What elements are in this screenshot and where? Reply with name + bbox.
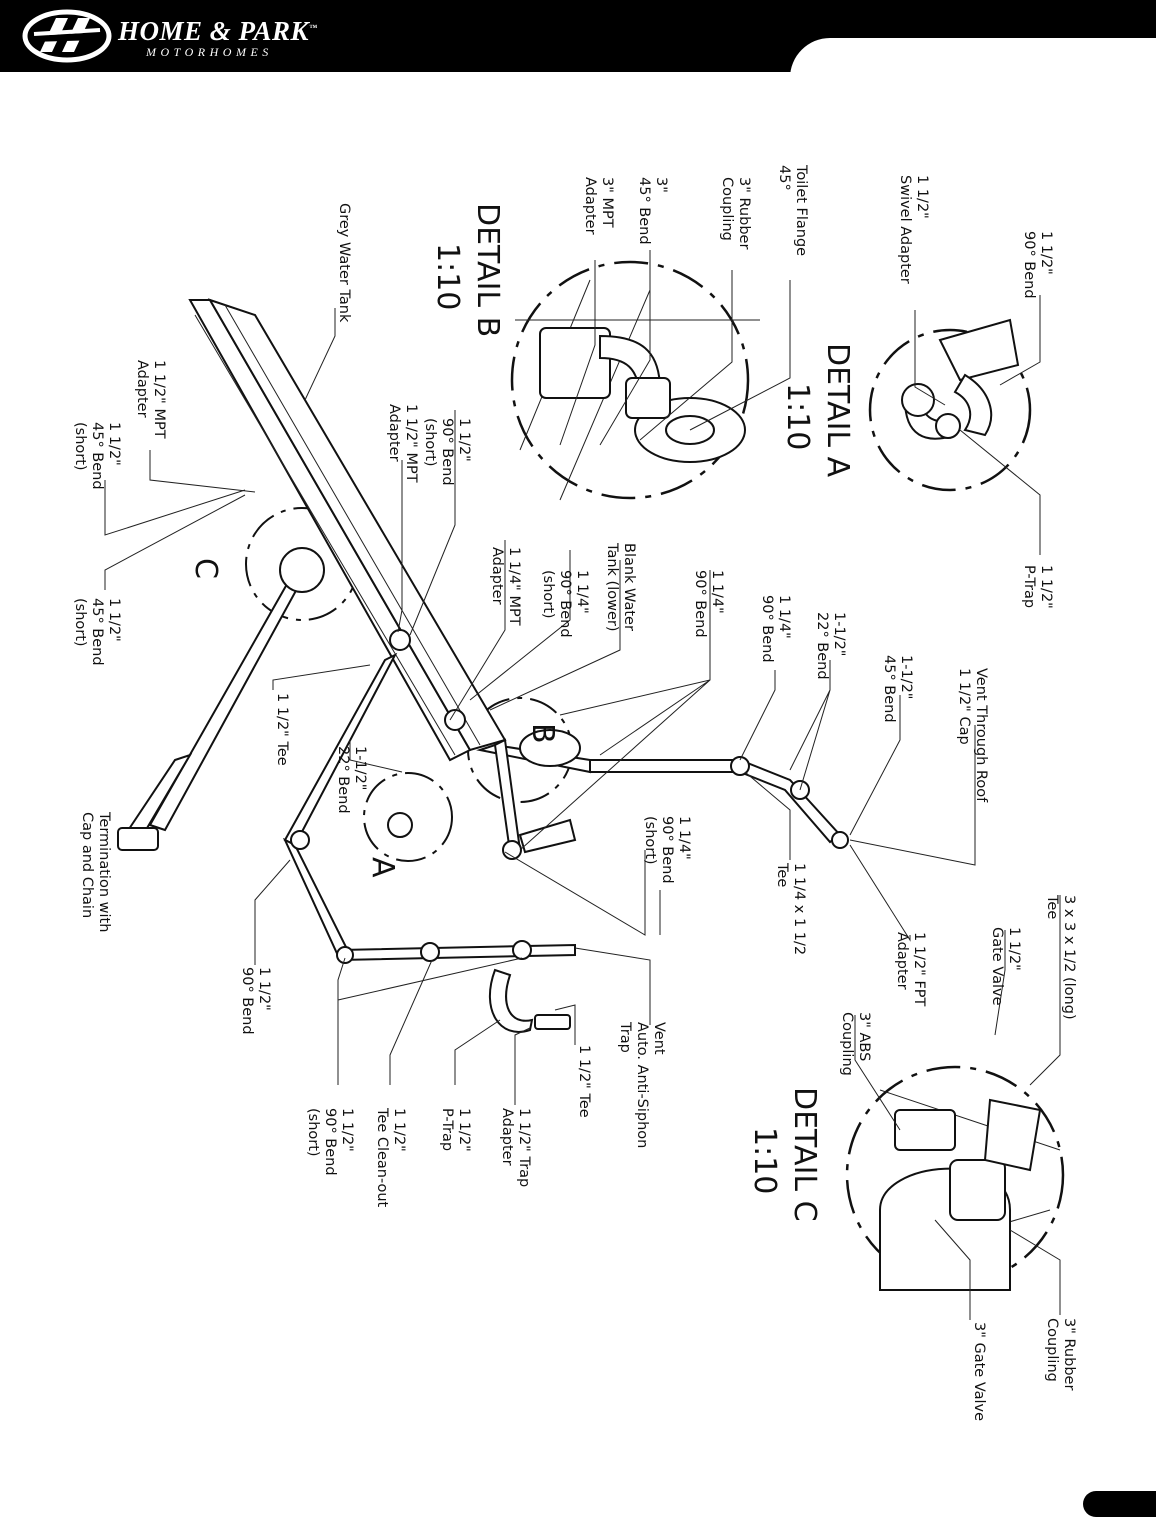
- label-vent-anti-siphon: VentAuto. Anti-SiphonTrap: [617, 1021, 667, 1148]
- label-3-45-bend: 3"45° Bend: [636, 177, 669, 245]
- label-1-1-2-tee-lower: 1 1/2" Tee: [576, 1045, 592, 1118]
- detail-c-title: DETAIL C 1:10: [747, 1087, 822, 1222]
- label-1-1-4-90-bend-2: 1 1/4"90° Bend: [759, 595, 792, 663]
- label-toilet-flange: Toilet Flange45°: [776, 164, 809, 256]
- label-22-bend-lower: 1-1/2"22° Bend: [335, 746, 368, 814]
- main-assembly-art: [117, 298, 849, 1033]
- drawing-art: [104, 250, 1065, 1320]
- brand-title: HOME & PARK: [118, 15, 310, 46]
- header-bar: HOME & PARK™ MOTORHOMES: [0, 0, 1156, 78]
- label-swivel-adapter: 1 1/2"Swivel Adapter: [897, 175, 930, 284]
- detail-a-title: DETAIL A 1:10: [780, 343, 855, 478]
- label-1-1-4-mpt-adapter: 1 1/4" MPTAdapter: [489, 547, 522, 626]
- label-1-1-4-90-bend-short-upper: 1 1/4"90° Bend(short): [540, 570, 590, 638]
- marker-c-label: C: [188, 558, 223, 579]
- label-45-bend-upper: 1-1/2"45° Bend: [881, 655, 914, 723]
- label-22-bend-upper: 1-1/2"22° Bend: [814, 612, 847, 680]
- detail-b-circle: [510, 260, 750, 500]
- marker-b-label: B: [525, 723, 560, 744]
- label-3-rubber-coupling-b: 3" RubberCoupling: [719, 177, 752, 249]
- label-3-gate-valve: 3" Gate Valve: [971, 1322, 987, 1421]
- hp-logo-icon: [22, 9, 112, 63]
- label-1-1-2-tee-main: 1 1/2" Tee: [274, 693, 290, 766]
- label-blank-water-tank: Blank WaterTank (lower): [604, 542, 637, 632]
- detail-c-art: [879, 1089, 1061, 1291]
- brand-tm: ™: [309, 22, 318, 32]
- brand-subtitle: MOTORHOMES: [146, 44, 273, 59]
- detail-b-label: DETAIL B: [470, 203, 505, 337]
- label-tee-clean-out: 1 1/2"Tee Clean-out: [374, 1107, 407, 1208]
- label-vent-through-roof: Vent Through Roof1 1/2" Cap: [956, 668, 989, 803]
- label-1-1-2-fpt-adapter: 1 1/2" FPTAdapter: [894, 932, 927, 1007]
- label-grey-water-tank: Grey Water Tank: [336, 203, 352, 323]
- label-3-abs-coupling: 3" ABSCoupling: [839, 1012, 872, 1076]
- label-1-1-2-90-bend-short: 1 1/2"90° Bend(short): [422, 418, 472, 486]
- label-p-trap-lower: 1 1/2"P-Trap: [439, 1108, 472, 1152]
- detail-c-label: DETAIL C: [787, 1087, 822, 1222]
- detail-a-label: DETAIL A: [820, 343, 855, 478]
- label-3-mpt-adapter: 3" MPTAdapter: [582, 177, 615, 235]
- detail-a-circle: [868, 328, 1032, 492]
- part-labels: 1 1/2"90° Bend 1 1/2"Swivel Adapter 1 1/…: [72, 164, 1077, 1421]
- header-tab-cutout: [790, 38, 1156, 78]
- label-1-1-4-x-1-1-2-tee: 1 1/4 x 1 1/2Tee: [774, 862, 807, 955]
- label-trap-adapter: 1 1/2" TrapAdapter: [499, 1108, 532, 1187]
- label-1-1-2-gate-valve: 1 1/2"Gate Valve: [989, 927, 1022, 1006]
- detail-b-art: [515, 279, 760, 501]
- leader-lines: [104, 250, 1061, 1320]
- marker-a-circle: [363, 772, 453, 862]
- plumbing-diagram: DETAIL A 1:10 DETAIL B 1:10 DETAIL C 1:1…: [72, 164, 1077, 1421]
- label-45-bend-short-2: 1 1/2"45° Bend(short): [72, 598, 122, 666]
- page-number-tab: [1083, 1491, 1156, 1517]
- label-3-rubber-coupling-c: 3" RubberCoupling: [1044, 1318, 1077, 1390]
- detail-b-title: DETAIL B 1:10: [430, 203, 505, 337]
- label-1-1-2-90-bend-a: 1 1/2"90° Bend: [1021, 231, 1054, 299]
- label-p-trap-a: 1 1/2"P-Trap: [1021, 565, 1054, 609]
- label-3x3x1-2-long-tee: 3 x 3 x 1/2 (long)Tee: [1044, 894, 1077, 1020]
- label-1-1-2-mpt-adapter-upper: 1 1/2" MPTAdapter: [386, 404, 419, 483]
- label-1-1-4-90-bend-short-lower: 1 1/4"90° Bend(short): [642, 816, 692, 884]
- detail-a-art: [901, 318, 1020, 440]
- brand-wordmark: HOME & PARK™ MOTORHOMES: [118, 14, 318, 59]
- label-termination: Termination withCap and Chain: [79, 811, 112, 932]
- detail-c-scale: 1:10: [747, 1127, 782, 1194]
- detail-b-scale: 1:10: [430, 243, 465, 310]
- label-1-1-2-90-bend-short-lower: 1 1/2"90° Bend(short): [305, 1108, 355, 1176]
- detail-a-scale: 1:10: [780, 383, 815, 450]
- label-1-1-2-mpt-adapter-lower: 1 1/2" MPTAdapter: [134, 360, 167, 439]
- label-45-bend-short-1: 1 1/2"45° Bend(short): [72, 422, 122, 490]
- marker-a-label: A: [365, 857, 400, 878]
- label-1-1-4-90-bend-1: 1 1/4"90° Bend: [692, 570, 725, 638]
- brand-logo[interactable]: HOME & PARK™ MOTORHOMES: [22, 8, 318, 64]
- label-1-1-2-90-bend-lower: 1 1/2"90° Bend: [239, 967, 272, 1035]
